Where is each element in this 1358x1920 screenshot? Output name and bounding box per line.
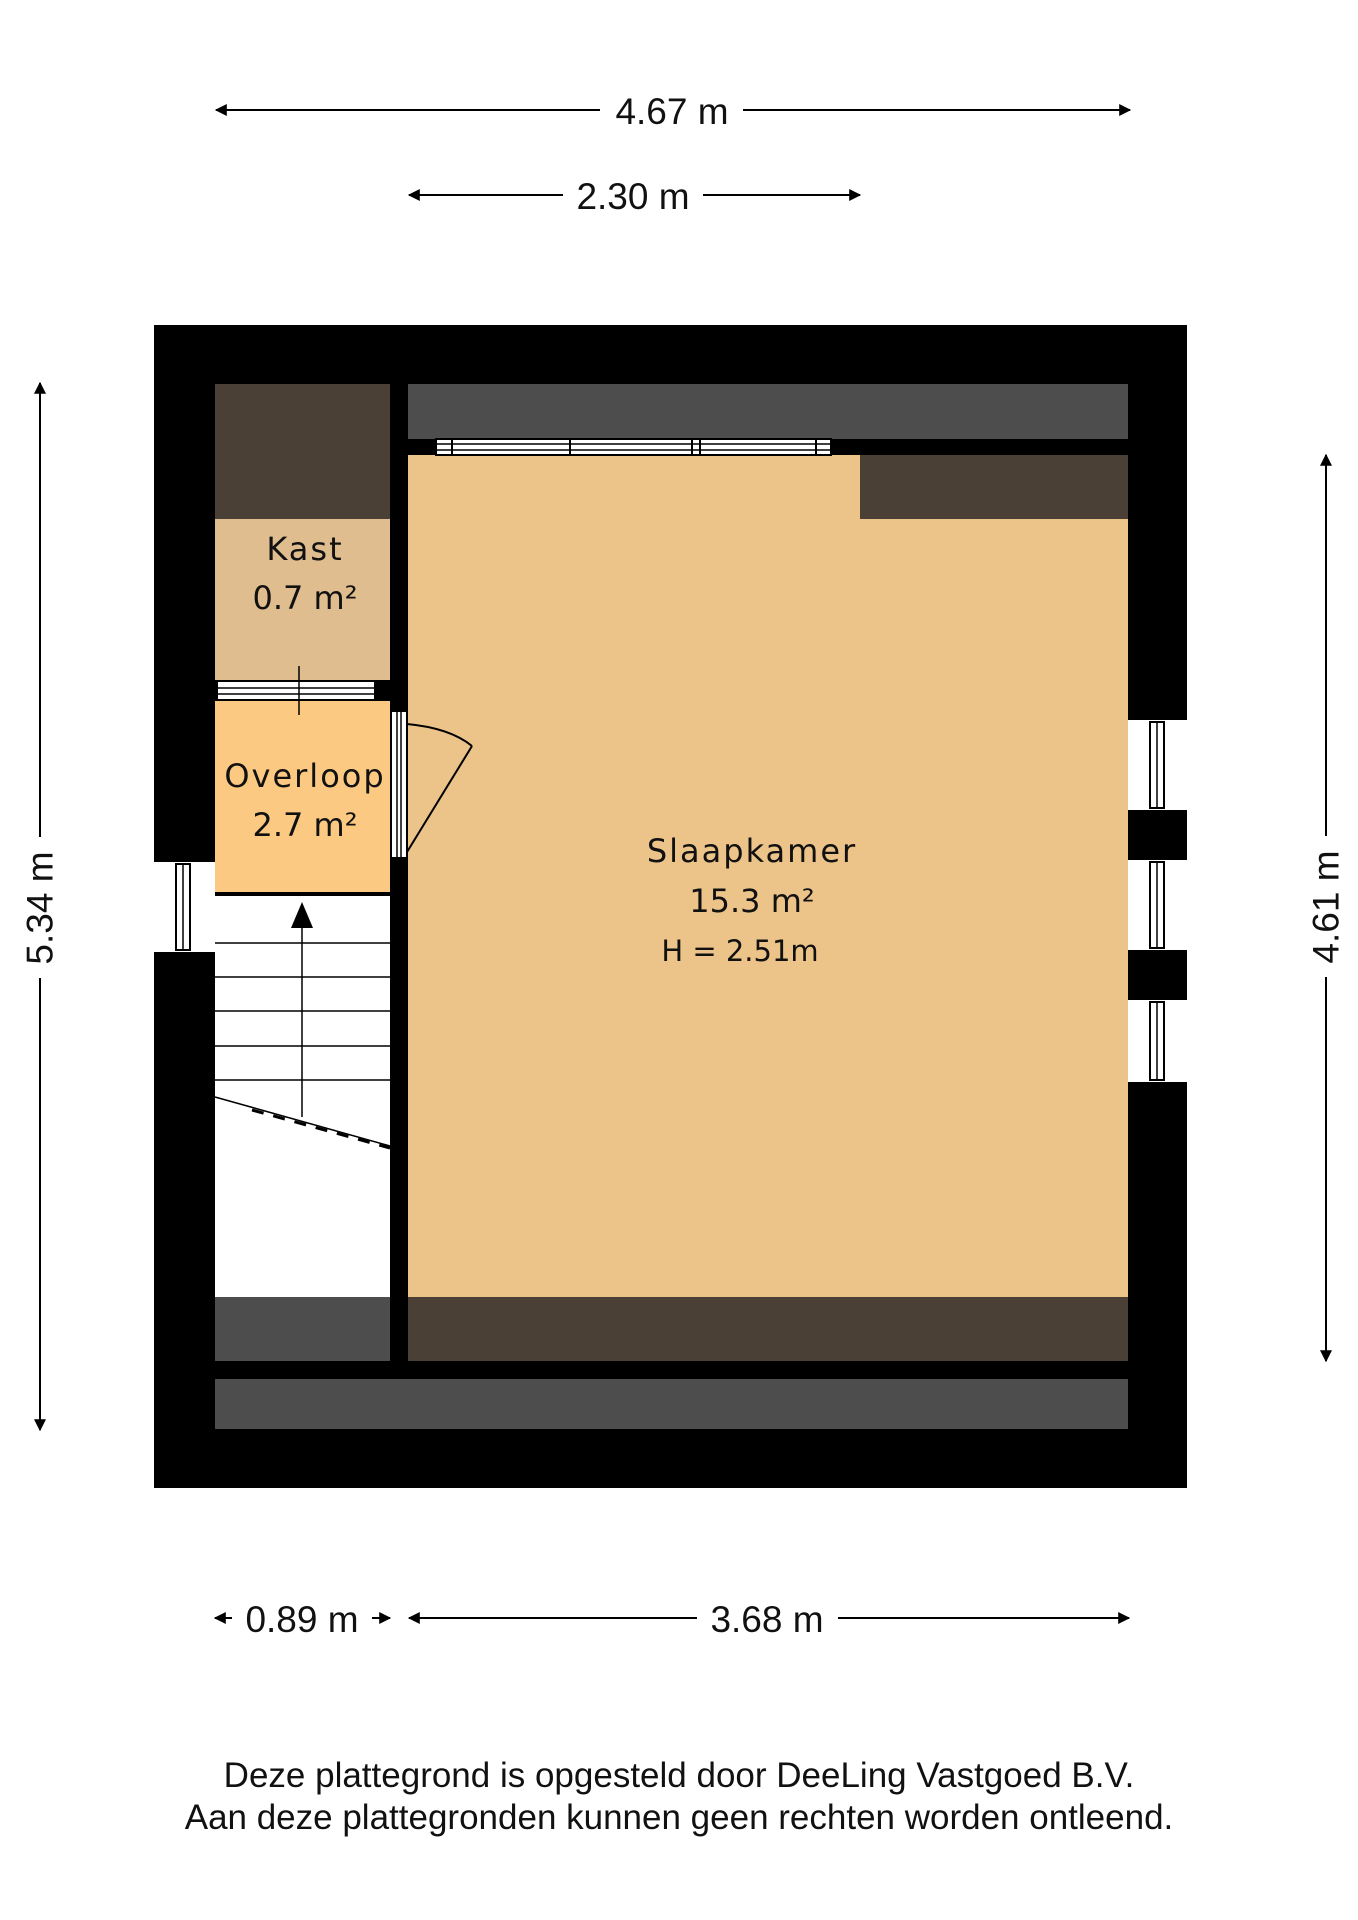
slaapkamer-floor — [408, 455, 1128, 1297]
dimension-top-total: 4.67 m — [615, 91, 728, 132]
dimension-bottom-left: 0.89 m — [245, 1599, 358, 1640]
dimension-top-inner: 2.30 m — [576, 176, 689, 217]
low-ceiling-top-right — [860, 455, 1128, 519]
room-name-slaapkamer: Slaapkamer — [647, 832, 857, 870]
low-ceiling-bottom-strip — [215, 1379, 1128, 1429]
inner-wall-vertical — [390, 384, 408, 1361]
low-ceiling-top — [408, 384, 1128, 439]
low-ceiling-bottom-room — [408, 1297, 1128, 1361]
door-kast — [216, 666, 376, 715]
room-height-slaapkamer: H = 2.51m — [661, 934, 818, 968]
kast-floor — [215, 519, 390, 680]
disclaimer-line-1: Deze plattegrond is opgesteld door DeeLi… — [223, 1756, 1135, 1795]
low-ceiling-bottom-stairs — [215, 1297, 390, 1361]
room-area-slaapkamer: 15.3 m² — [689, 882, 814, 920]
window-right — [1128, 720, 1187, 1082]
stairs — [214, 892, 391, 1150]
dimension-bottom-right: 3.68 m — [710, 1599, 823, 1640]
dimension-left-height: 5.34 m — [20, 851, 61, 964]
door-slaapkamer — [390, 710, 473, 859]
window-top — [435, 438, 832, 456]
room-name-kast: Kast — [266, 530, 343, 568]
overloop-floor — [215, 701, 390, 893]
low-ceiling-kast — [215, 384, 390, 519]
stair-direction-arrow-icon — [291, 902, 313, 928]
room-area-overloop: 2.7 m² — [252, 806, 357, 844]
dimension-right-height: 4.61 m — [1306, 850, 1347, 963]
disclaimer-line-2: Aan deze plattegronden kunnen geen recht… — [184, 1798, 1174, 1837]
window-left — [154, 862, 215, 952]
room-name-overloop: Overloop — [224, 757, 385, 795]
inner-wall-bottom — [215, 1361, 1128, 1379]
room-area-kast: 0.7 m² — [252, 579, 357, 617]
inner-wall-overloop-stairs — [215, 893, 390, 896]
